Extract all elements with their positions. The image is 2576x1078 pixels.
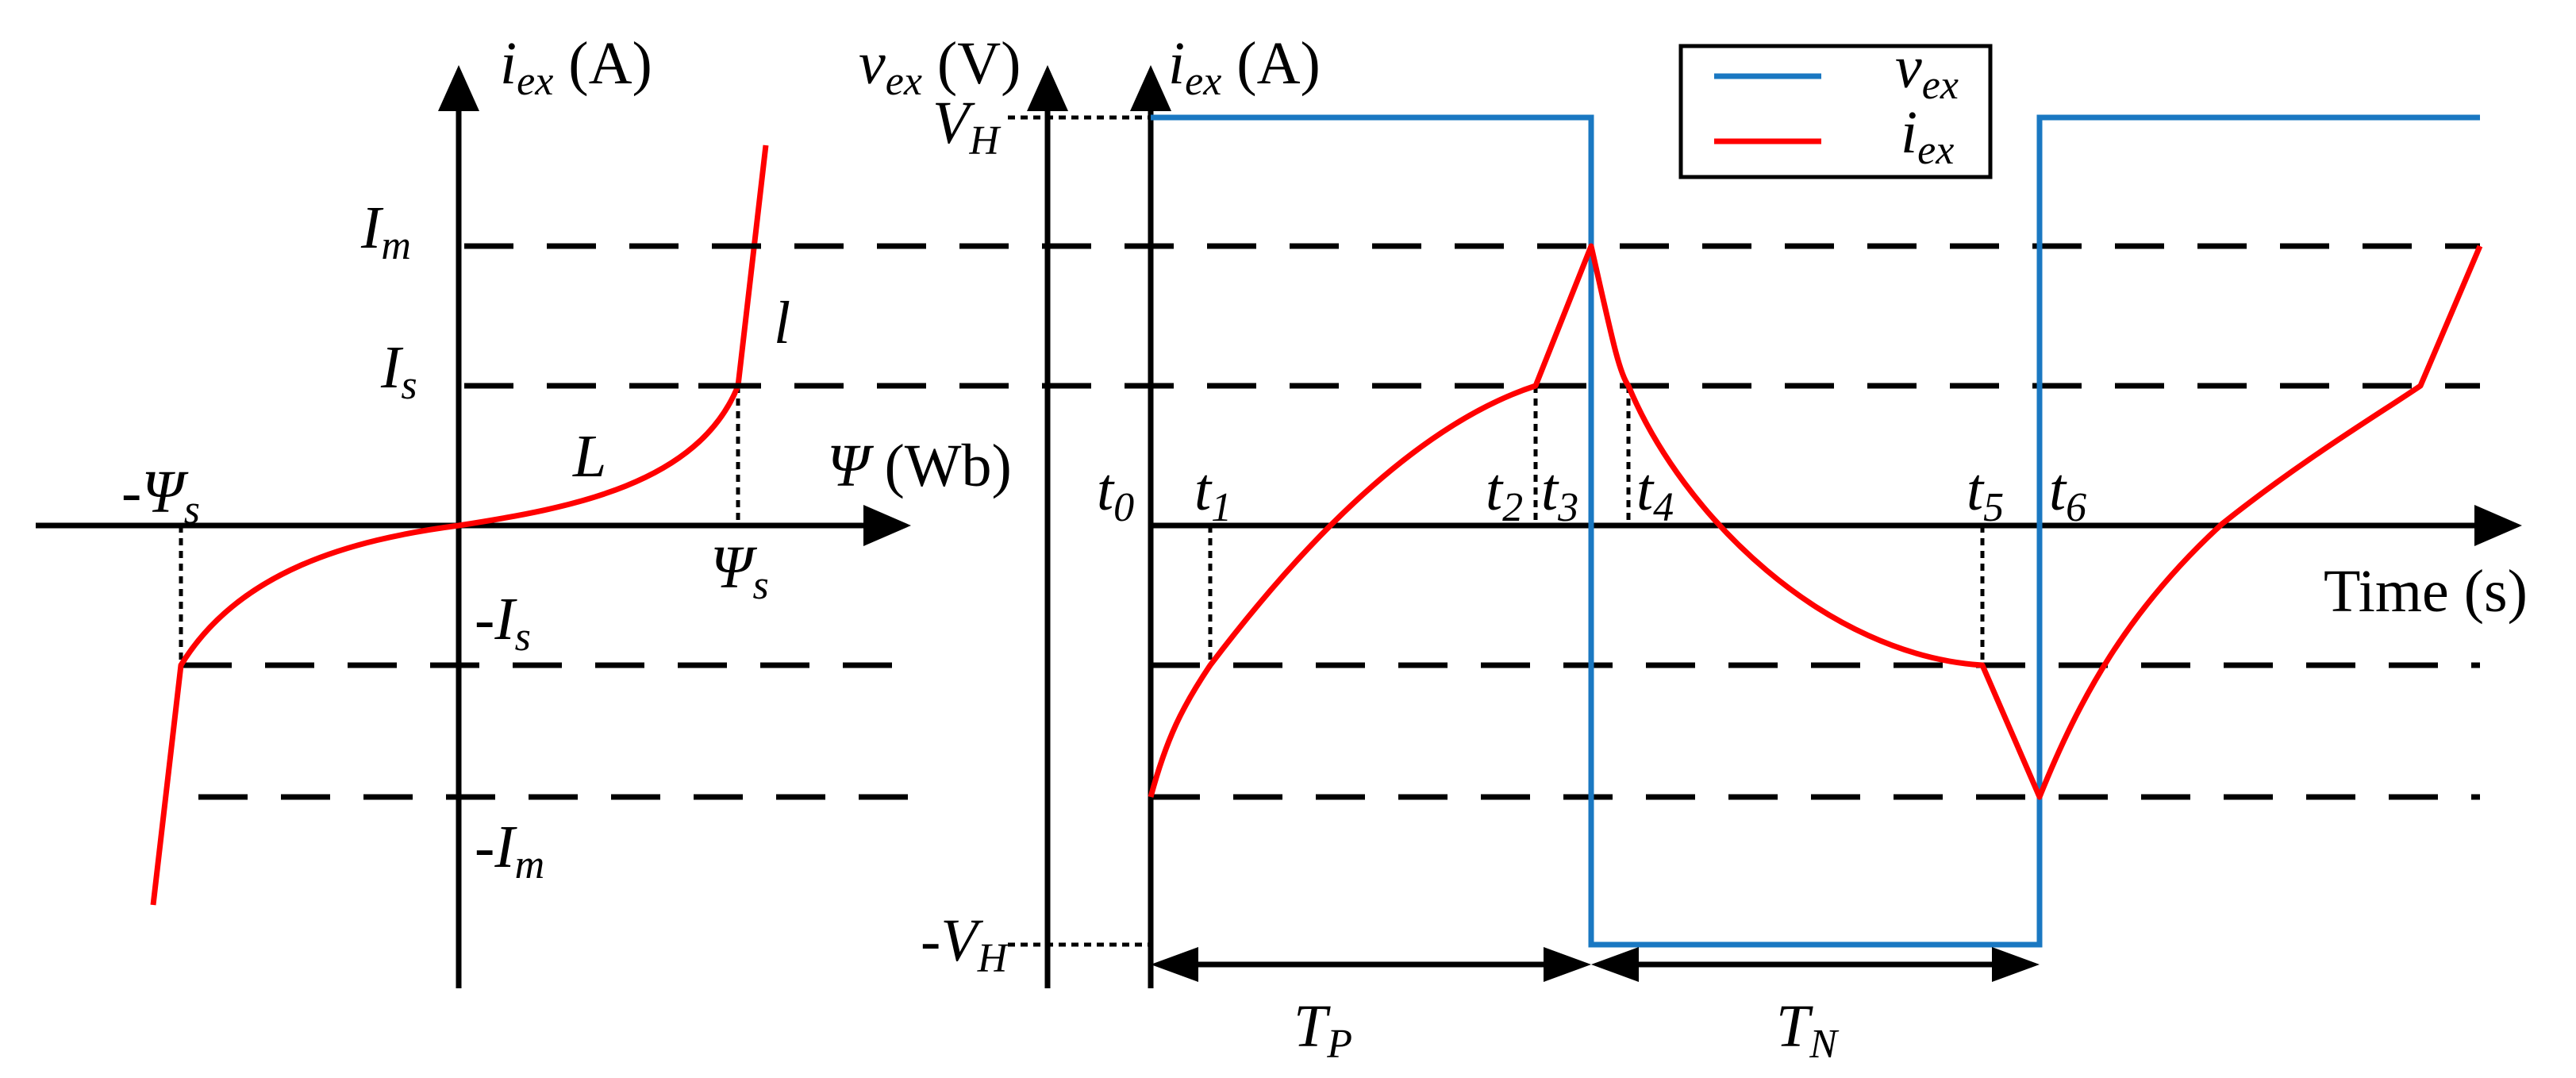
v-axis-arrow xyxy=(1027,65,1068,111)
label-vh: VH xyxy=(932,90,1001,164)
tn-arrow-right-head xyxy=(1992,947,2040,982)
legend-box xyxy=(1678,44,1993,179)
label-neg-im: -Im xyxy=(475,814,544,887)
time-axis-arrow xyxy=(2474,505,2522,546)
label-t3: t3 xyxy=(1541,456,1578,530)
label-neg-is: -Is xyxy=(475,586,531,660)
label-t2: t2 xyxy=(1486,456,1523,530)
label-t6: t6 xyxy=(2049,456,2086,530)
label-t4: t4 xyxy=(1636,456,1674,530)
iex-axis-title: iex (A) xyxy=(1168,30,1321,104)
tp-arrow-left-head xyxy=(1151,947,1198,982)
label-t1: t1 xyxy=(1194,456,1232,530)
label-tp: TP xyxy=(1294,993,1352,1067)
vex-waveform xyxy=(1151,114,2480,948)
label-tn: TN xyxy=(1776,993,1840,1067)
left-y-axis-arrow xyxy=(438,65,479,111)
tp-arrow-right-head xyxy=(1544,947,1591,982)
label-psi-s: Ψs xyxy=(710,534,769,608)
label-t5: t5 xyxy=(1967,456,2004,530)
i-axis-arrow xyxy=(1130,65,1171,111)
tn-arrow-left-head xyxy=(1591,947,1639,982)
label-is: Is xyxy=(380,334,417,408)
legend-vex-label: vex xyxy=(1895,34,1959,108)
label-neg-psi-s: -Ψs xyxy=(121,459,200,533)
left-saturation-curve xyxy=(150,144,769,906)
time-axis-title: Time (s) xyxy=(2324,558,2528,625)
vex-axis-title: vex (V) xyxy=(859,30,1021,104)
left-x-axis-title: Ψ (Wb) xyxy=(827,433,1012,499)
right-plot: vex (V) iex (A) Time (s) VH -VH t0 t1 t2… xyxy=(464,30,2528,1067)
legend: vex iex xyxy=(1678,34,1993,179)
label-t0: t0 xyxy=(1097,456,1134,530)
label-im: Im xyxy=(360,194,411,268)
left-x-axis-arrow xyxy=(863,505,911,546)
left-plot: iex (A) Ψ (Wb) Im Is -Is -Im Ψs -Ψs L l xyxy=(36,30,1012,988)
left-y-axis-title: iex (A) xyxy=(500,30,652,104)
iex-waveform xyxy=(1148,243,2483,800)
label-neg-vh: -VH xyxy=(921,907,1009,981)
label-big-l: L xyxy=(572,423,606,490)
label-small-l: l xyxy=(774,290,790,356)
legend-iex-label: iex xyxy=(1901,99,1954,173)
